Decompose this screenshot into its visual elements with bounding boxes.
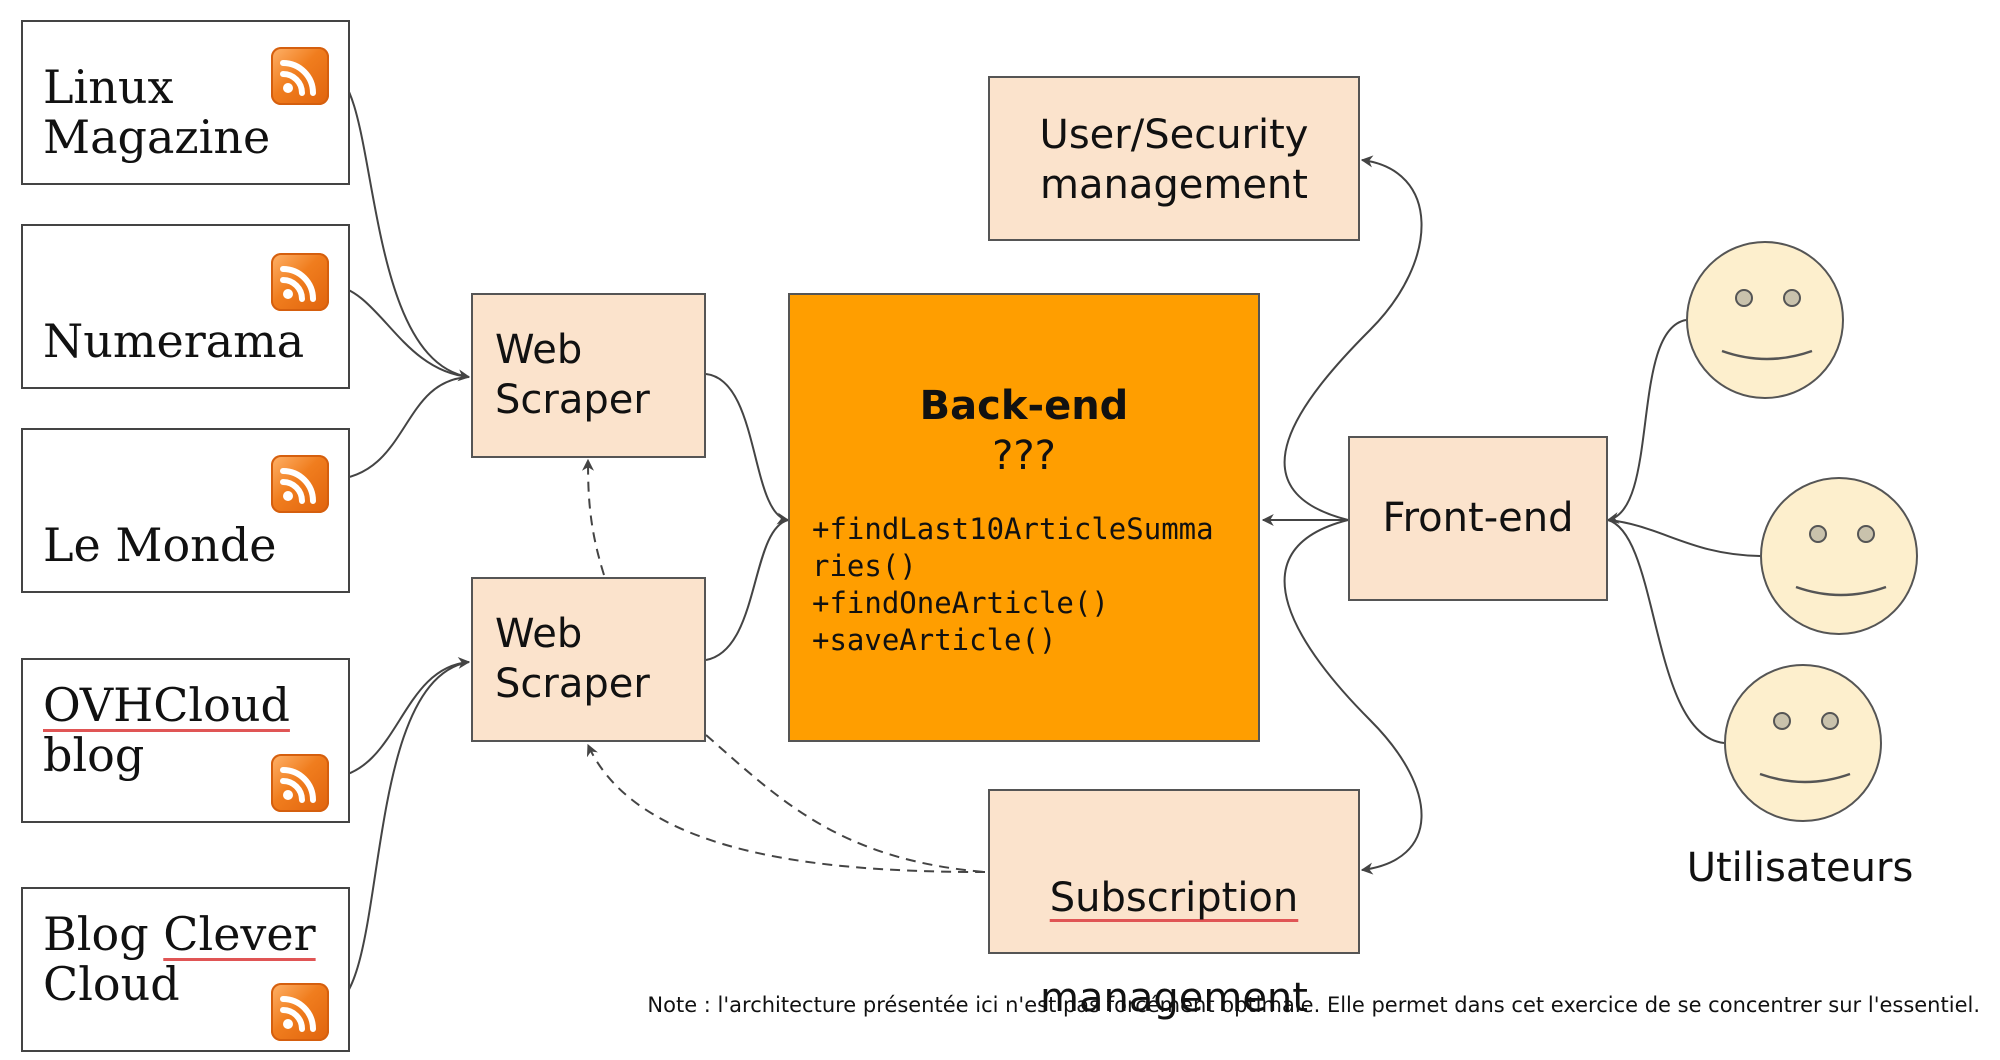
- backend-box: Back-end ??? +findLast10ArticleSumma rie…: [788, 293, 1260, 742]
- source-ovhcloud-blog: OVHCloud blog: [21, 658, 350, 823]
- source-label: Numerama: [43, 314, 305, 368]
- link-scraper2-to-backend: [705, 519, 789, 661]
- smile: [1759, 772, 1851, 784]
- link-lemonde-to-scraper1: [331, 376, 470, 481]
- backend-methods: +findLast10ArticleSumma ries() +findOneA…: [812, 511, 1214, 659]
- source-linux-magazine: Linux Magazine: [21, 20, 350, 185]
- link-clever-to-scraper2: [331, 661, 470, 1007]
- source-label: Le Monde: [43, 518, 277, 572]
- user-smiley-icon: [1724, 664, 1882, 822]
- rss-feed-icon: [271, 253, 329, 311]
- source-label-underlined: OVHCloud: [43, 678, 290, 732]
- frontend-label: Front-end: [1382, 495, 1574, 541]
- subscription-label-line2: management: [1040, 975, 1308, 1021]
- backend-method-line: +findOneArticle(): [812, 586, 1109, 620]
- subscription-label: Subscription: [1049, 875, 1299, 921]
- backend-method-line: +findLast10ArticleSumma: [812, 512, 1214, 546]
- footnote: Note : l'architecture présentée ici n'es…: [647, 993, 1980, 1017]
- frontend-box: Front-end: [1348, 436, 1608, 601]
- web-scraper-label: Web Scraper: [495, 327, 650, 423]
- eye: [1735, 289, 1753, 307]
- source-label: blog: [43, 728, 145, 782]
- link-user1-to-frontend: [1606, 319, 1687, 524]
- rss-feed-icon: [271, 983, 329, 1041]
- user-security-management: User/Security management: [988, 76, 1360, 241]
- link-scraper1-to-backend: [705, 373, 790, 525]
- dashed-scraper2-corner-to-subscription: [705, 734, 986, 873]
- dashed-scraper2-to-scraper1: [582, 458, 605, 576]
- user-security-label: User/Security management: [1039, 112, 1309, 208]
- web-scraper-label: Web Scraper: [495, 611, 650, 707]
- eye: [1857, 525, 1875, 543]
- source-label: Cloud: [43, 957, 180, 1011]
- source-numerama: Numerama: [21, 224, 350, 389]
- source-label-underlined: Clever: [163, 907, 316, 961]
- link-linux-to-scraper1: [331, 73, 471, 382]
- rss-feed-icon: [271, 47, 329, 105]
- rss-feed-icon: [271, 754, 329, 812]
- link-user2-to-frontend: [1607, 519, 1761, 557]
- eye: [1783, 289, 1801, 307]
- eye: [1809, 525, 1827, 543]
- backend-method-line: ries(): [812, 549, 917, 583]
- smile: [1721, 349, 1813, 361]
- users-label: Utilisateurs: [1686, 845, 1914, 891]
- backend-subtitle: ???: [992, 433, 1056, 479]
- source-le-monde: Le Monde: [21, 428, 350, 593]
- user-smiley-icon: [1760, 477, 1918, 635]
- web-scraper-1: Web Scraper: [471, 293, 706, 458]
- web-scraper-2: Web Scraper: [471, 577, 706, 742]
- rss-feed-icon: [271, 455, 329, 513]
- source-label: Blog: [43, 907, 164, 961]
- dashed-subscription-to-scraper2: [586, 743, 986, 873]
- source-blog-clever-cloud: Blog Clever Cloud: [21, 887, 350, 1052]
- source-label: Linux Magazine: [43, 60, 271, 164]
- backend-title: Back-end: [919, 383, 1129, 429]
- user-smiley-icon: [1686, 241, 1844, 399]
- link-user3-to-frontend: [1607, 519, 1725, 744]
- link-numerama-to-scraper1: [331, 284, 470, 378]
- link-frontend-to-subscription: [1283, 519, 1423, 875]
- eye: [1821, 712, 1839, 730]
- link-ovh-to-scraper2: [331, 656, 471, 779]
- backend-method-line: +saveArticle(): [812, 623, 1057, 657]
- eye: [1773, 712, 1791, 730]
- smile: [1795, 585, 1887, 597]
- link-frontend-to-usersecurity: [1283, 155, 1423, 521]
- subscription-management: Subscription management: [988, 789, 1360, 1021]
